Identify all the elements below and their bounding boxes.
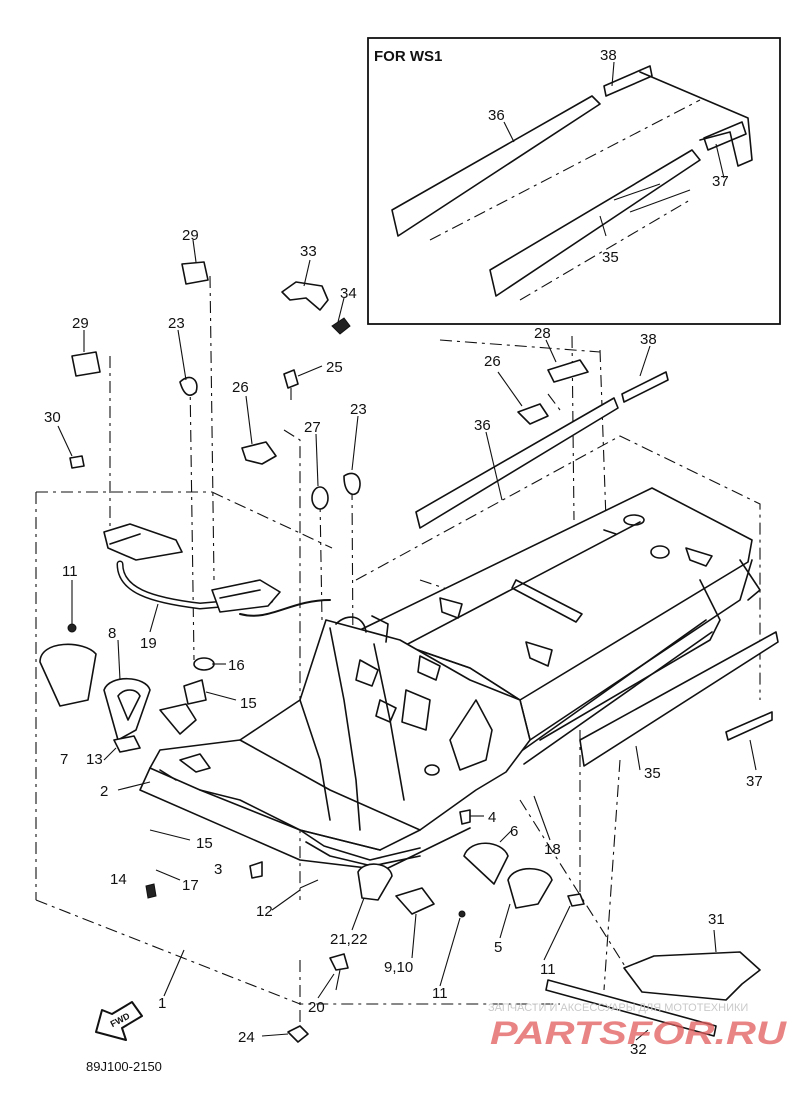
- label-23a: 23: [168, 315, 185, 332]
- grab-bar-19: [103, 523, 331, 617]
- label-31: 31: [708, 911, 725, 928]
- ws1-inset: FOR WS1 38 36 37 35: [367, 37, 781, 325]
- fwd-arrow-icon: FWD: [95, 1001, 143, 1041]
- label-15a: 15: [240, 695, 257, 712]
- label-3: 3: [214, 861, 222, 878]
- label-23b: 23: [350, 401, 367, 418]
- label-2: 2: [100, 783, 108, 800]
- label-9-10: 9,10: [384, 959, 413, 976]
- inset-label-35: 35: [602, 249, 619, 266]
- label-33: 33: [300, 243, 317, 260]
- label-7: 7: [60, 751, 68, 768]
- leader-lines: [57, 239, 757, 1041]
- diagram-code: 89J100-2150: [86, 1059, 162, 1074]
- watermark-tagline: ЗАПЧАСТИ И АКСЕССУАРЫ ДЛЯ МОТОТЕХНИКИ: [488, 1002, 748, 1014]
- label-26a: 26: [232, 379, 249, 396]
- label-12: 12: [256, 903, 273, 920]
- label-24: 24: [238, 1029, 255, 1046]
- inset-title: FOR WS1: [374, 48, 442, 65]
- inset-label-36: 36: [488, 107, 505, 124]
- label-4: 4: [488, 809, 496, 826]
- label-26b: 26: [484, 353, 501, 370]
- label-14: 14: [110, 871, 127, 888]
- label-17: 17: [182, 877, 199, 894]
- label-29a: 29: [182, 227, 199, 244]
- label-11c: 11: [540, 961, 556, 978]
- watermark: ЗАПЧАСТИ И АКСЕССУАРЫ ДЛЯ МОТОТЕХНИКИ PA…: [488, 1002, 787, 1051]
- label-30: 30: [44, 409, 61, 426]
- label-36: 36: [474, 417, 491, 434]
- label-8: 8: [108, 625, 116, 642]
- label-21-22: 21,22: [330, 931, 368, 948]
- small-parts: [39, 261, 761, 1043]
- main-frame: [139, 487, 761, 871]
- label-27: 27: [304, 419, 321, 436]
- label-11a: 11: [62, 563, 78, 580]
- label-32: 32: [630, 1041, 647, 1058]
- label-11b: 11: [432, 985, 448, 1002]
- label-34: 34: [340, 285, 357, 302]
- label-1: 1: [158, 995, 166, 1012]
- label-37: 37: [746, 773, 763, 790]
- label-13: 13: [86, 751, 103, 768]
- label-38: 38: [640, 331, 657, 348]
- label-16: 16: [228, 657, 245, 674]
- inset-label-38: 38: [600, 47, 617, 64]
- label-5: 5: [494, 939, 502, 956]
- label-18: 18: [544, 841, 561, 858]
- inset-label-37: 37: [712, 173, 729, 190]
- strips: [415, 371, 779, 767]
- label-35: 35: [644, 765, 661, 782]
- label-15b: 15: [196, 835, 213, 852]
- part-labels: 29 29 23 23 33 34 25 26 26 27 28 38 36 3…: [44, 227, 763, 1058]
- label-19: 19: [140, 635, 157, 652]
- label-28: 28: [534, 325, 551, 342]
- label-6: 6: [510, 823, 518, 840]
- label-29b: 29: [72, 315, 89, 332]
- label-25: 25: [326, 359, 343, 376]
- watermark-logo: PARTSFOR.RU: [490, 1015, 787, 1051]
- label-20: 20: [308, 999, 325, 1016]
